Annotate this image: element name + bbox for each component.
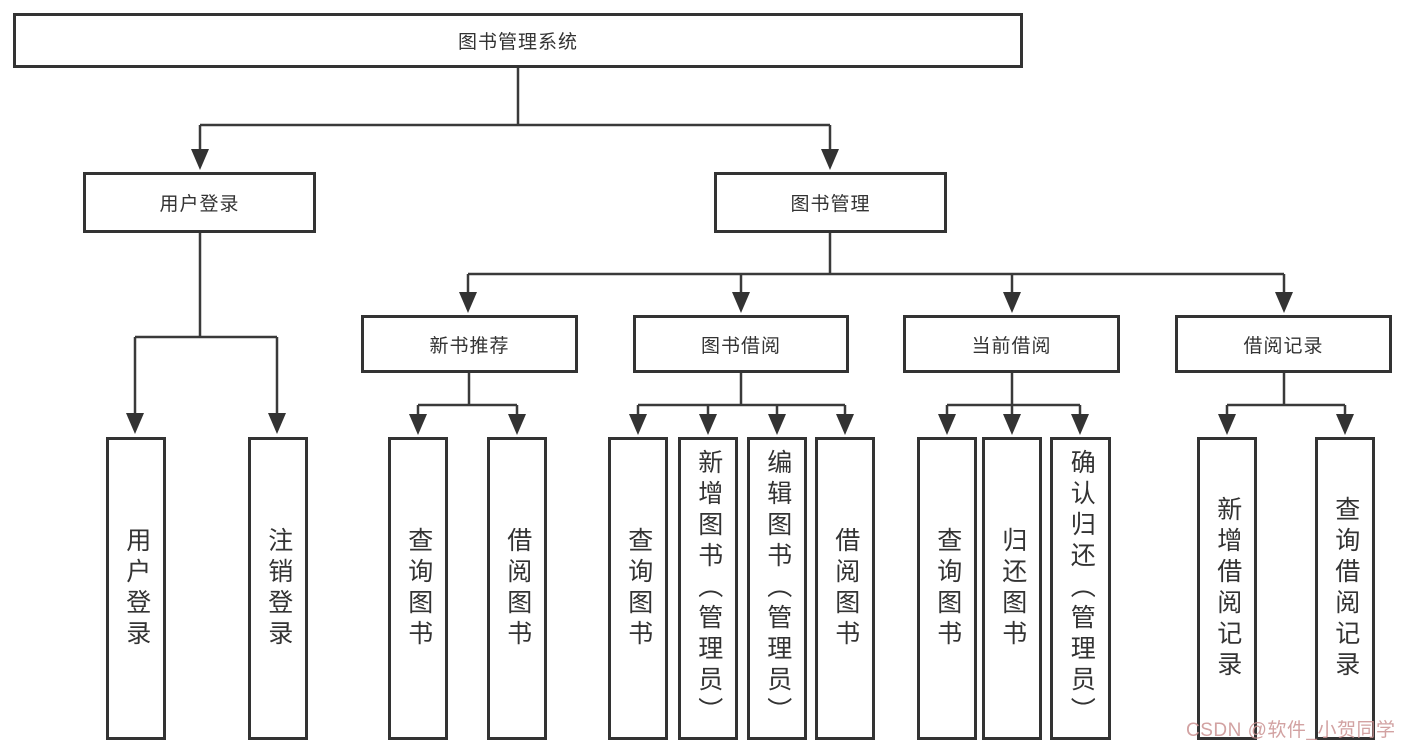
node-book-borrow-label: 图书借阅 — [700, 335, 781, 357]
leaf-query-book-recommend: 查询图书 — [388, 437, 448, 740]
leaf-add-book-admin-label: 新增图书（管理员） — [694, 449, 723, 728]
leaf-edit-book-admin-label: 编辑图书（管理员） — [763, 449, 792, 728]
leaf-add-borrow-record-label: 新增借阅记录 — [1213, 495, 1242, 682]
leaf-return-book: 归还图书 — [982, 437, 1042, 740]
leaf-user-login-label: 用户登录 — [122, 526, 151, 651]
current-borrow-connectors — [938, 373, 1089, 435]
node-current-borrow: 当前借阅 — [903, 315, 1120, 373]
leaf-user-login: 用户登录 — [106, 437, 166, 740]
node-book-management-label: 图书管理 — [790, 194, 871, 215]
leaf-query-book-recommend-label: 查询图书 — [404, 526, 433, 651]
leaf-add-borrow-record: 新增借阅记录 — [1197, 437, 1257, 740]
node-book-management: 图书管理 — [714, 172, 947, 233]
leaf-return-book-label: 归还图书 — [998, 526, 1027, 651]
leaf-logout: 注销登录 — [248, 437, 308, 740]
leaf-query-book-current-label: 查询图书 — [933, 526, 962, 651]
node-book-borrow: 图书借阅 — [633, 315, 849, 373]
leaf-borrow-book-label: 借阅图书 — [831, 526, 860, 651]
leaf-query-book-borrow-label: 查询图书 — [624, 526, 653, 651]
node-borrow-record: 借阅记录 — [1175, 315, 1392, 373]
borrow-record-connectors — [1218, 373, 1354, 435]
new-book-rec-connectors — [409, 373, 526, 435]
leaf-query-borrow-record: 查询借阅记录 — [1315, 437, 1375, 740]
book-borrow-connectors — [629, 373, 854, 435]
node-current-borrow-label: 当前借阅 — [971, 335, 1052, 357]
leaf-query-book-current: 查询图书 — [917, 437, 977, 740]
leaf-confirm-return-admin-label: 确认归还（管理员） — [1067, 449, 1096, 728]
book-mgmt-to-level2-connectors — [459, 233, 1293, 313]
leaf-query-book-borrow: 查询图书 — [608, 437, 668, 740]
node-user-login: 用户登录 — [83, 172, 316, 233]
leaf-query-borrow-record-label: 查询借阅记录 — [1331, 495, 1360, 682]
node-user-login-label: 用户登录 — [159, 194, 240, 215]
leaf-add-book-admin: 新增图书（管理员） — [678, 437, 738, 740]
node-library-system: 图书管理系统 — [13, 13, 1023, 68]
csdn-watermark: CSDN @软件_小贺同学 — [1186, 720, 1396, 741]
leaf-borrow-book: 借阅图书 — [815, 437, 875, 740]
root-to-level1-connectors — [191, 68, 839, 170]
leaf-edit-book-admin: 编辑图书（管理员） — [747, 437, 807, 740]
leaf-borrow-book-recommend: 借阅图书 — [487, 437, 547, 740]
leaf-confirm-return-admin: 确认归还（管理员） — [1050, 437, 1111, 740]
node-library-system-label: 图书管理系统 — [457, 32, 578, 53]
node-new-book-recommend-label: 新书推荐 — [429, 335, 510, 357]
node-borrow-record-label: 借阅记录 — [1243, 335, 1324, 357]
leaf-borrow-book-recommend-label: 借阅图书 — [503, 526, 532, 651]
user-login-branch-connectors — [126, 233, 286, 434]
leaf-logout-label: 注销登录 — [264, 526, 293, 651]
node-new-book-recommend: 新书推荐 — [361, 315, 578, 373]
